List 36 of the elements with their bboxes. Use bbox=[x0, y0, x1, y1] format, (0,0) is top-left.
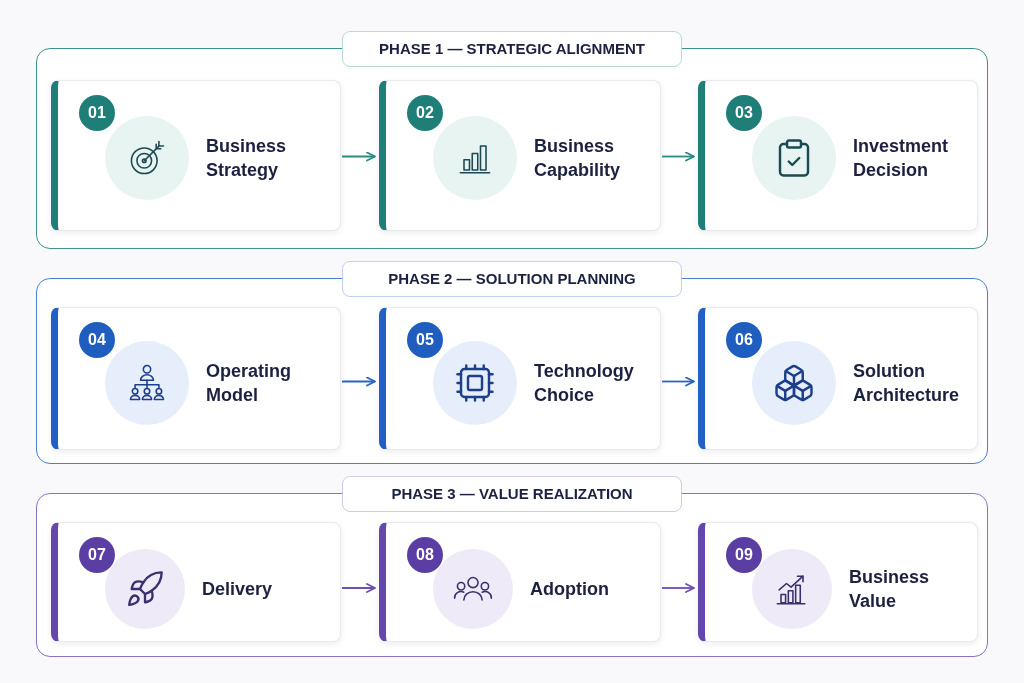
step-card bbox=[698, 80, 978, 231]
arrow bbox=[661, 151, 695, 162]
arrow bbox=[341, 151, 376, 162]
arrow bbox=[661, 376, 695, 387]
step-number-badge: 04 bbox=[79, 322, 115, 358]
step-title: Solution Architecture bbox=[853, 359, 961, 407]
step-card bbox=[51, 80, 341, 231]
step-title: Operating Model bbox=[206, 359, 292, 407]
step-number-badge: 07 bbox=[79, 537, 115, 573]
step-title: Technology Choice bbox=[534, 359, 635, 407]
arrow bbox=[341, 583, 376, 593]
step-title: Business Value bbox=[849, 566, 931, 613]
step-card bbox=[698, 307, 978, 450]
step-card bbox=[379, 80, 661, 231]
step-title: Business Strategy bbox=[206, 134, 288, 182]
phase-heading: PHASE 2 — SOLUTION PLANNING bbox=[342, 261, 682, 297]
step-card bbox=[51, 522, 341, 642]
step-number-badge: 06 bbox=[726, 322, 762, 358]
step-number-badge: 03 bbox=[726, 95, 762, 131]
step-card bbox=[379, 307, 661, 450]
step-number-badge: 05 bbox=[407, 322, 443, 358]
step-number-badge: 02 bbox=[407, 95, 443, 131]
step-number-badge: 01 bbox=[79, 95, 115, 131]
step-title: Business Capability bbox=[534, 134, 622, 182]
step-title: Adoption bbox=[530, 578, 610, 601]
step-title: Investment Decision bbox=[853, 134, 950, 182]
step-number-badge: 08 bbox=[407, 537, 443, 573]
step-card bbox=[379, 522, 661, 642]
arrow bbox=[341, 376, 376, 387]
phase-heading: PHASE 1 — STRATEGIC ALIGNMENT bbox=[342, 31, 682, 67]
step-card bbox=[51, 307, 341, 450]
step-title: Delivery bbox=[202, 578, 274, 601]
phase-heading: PHASE 3 — VALUE REALIZATION bbox=[342, 476, 682, 512]
step-number-badge: 09 bbox=[726, 537, 762, 573]
step-card bbox=[698, 522, 978, 642]
arrow bbox=[661, 583, 695, 593]
